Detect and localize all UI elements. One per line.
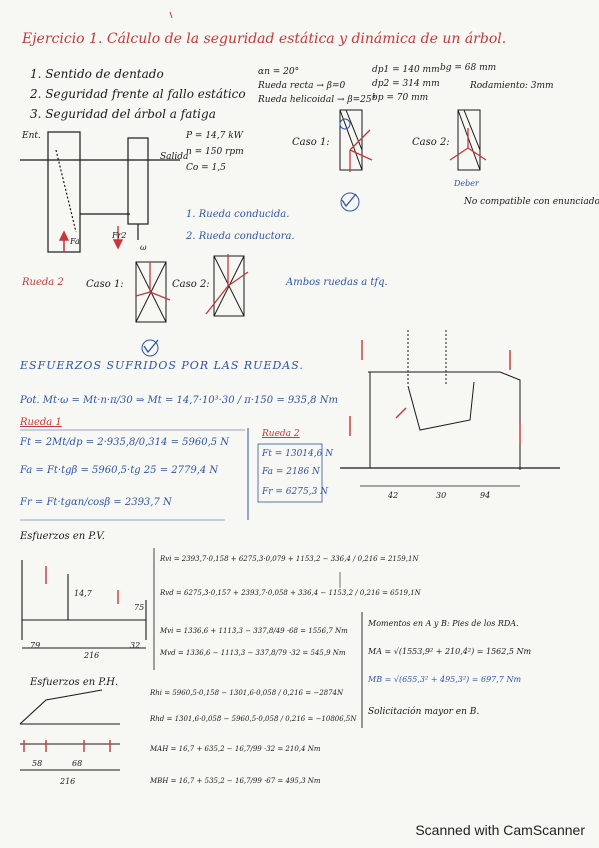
step-2: 2. Seguridad frente al fallo estático <box>30 87 246 101</box>
label-rueda-conducida: 1. Rueda conducida. <box>186 209 290 220</box>
eq-fr: Fr = Ft·tgαn/cosβ = 2393,7 N <box>20 497 172 508</box>
label-no-compatible: No compatible con enunciado. <box>464 197 599 207</box>
label-caso2-b: Caso 2: <box>172 279 210 290</box>
caso2-gear <box>457 109 481 171</box>
shaft-forces <box>58 226 124 252</box>
ph-beam <box>19 689 120 771</box>
shaft-3d <box>368 330 521 470</box>
section-esfuerzos: ESFUERZOS SUFRIDOS POR LAS RUEDAS. <box>20 359 304 372</box>
dim-94: 94 <box>480 491 491 500</box>
dim-30: 30 <box>436 491 447 500</box>
eq-pot: Pot. Mt·ω = Mt·n·π/30 ⇒ Mt = 14,7·10³·30… <box>20 395 338 406</box>
label-salida: Salida <box>160 152 189 162</box>
label-ent: Ent. <box>22 131 41 141</box>
label-caso1: Caso 1: <box>292 137 330 148</box>
eq-mvi: Mvi = 1336,6 + 1113,3 − 337,8/49 ·68 = 1… <box>160 627 348 635</box>
page-title: Ejercicio 1. Cálculo de la seguridad est… <box>22 31 507 47</box>
motor-p: P = 14,7 kW <box>186 131 243 141</box>
eq-mhd: MBH = 16,7 + 535,2 − 16,7/99 ·67 = 495,3… <box>150 777 321 785</box>
dim-216: 216 <box>84 651 100 660</box>
eq-mvd: Mvd = 1336,6 − 1113,3 − 337,8/79 ·32 = 5… <box>160 649 346 657</box>
label-caso1-b: Caso 1: <box>86 279 124 290</box>
param-alpha: αn = 20° <box>258 67 300 77</box>
section-ph: Esfuerzos en P.H. <box>30 677 119 688</box>
label-ambos: Ambos ruedas a tfq. <box>286 277 388 288</box>
param-dp2: dp2 = 314 mm <box>372 79 440 89</box>
eq-rvd: Rvd = 6275,3·0,157 + 2393,7·0,058 + 336,… <box>160 589 421 597</box>
eq-r2-fr: Fr = 6275,3 N <box>262 487 329 497</box>
param-bp: bp = 70 mm <box>372 93 429 103</box>
param-bg: bg = 68 mm <box>440 63 497 73</box>
momentos-title: Momentos en A y B: Pies de los RDA. <box>368 619 519 628</box>
motor-n: n = 150 rpm <box>186 147 244 157</box>
dim-58: 58 <box>32 759 43 768</box>
step-1: 1. Sentido de dentado <box>30 67 164 81</box>
pv-beam <box>21 560 147 649</box>
eq-rhd: Rhd = 1301,6·0,058 − 5960,5·0,058 / 0,21… <box>150 715 357 723</box>
svg-text:Fr2: Fr2 <box>111 231 126 240</box>
param-rod: Rodamiento: 3mm <box>470 81 554 91</box>
motor-co: Co = 1,5 <box>186 163 226 173</box>
caso1-gear <box>339 109 363 171</box>
param-helicoidal: Rueda helicoidal → β=25° <box>258 95 377 105</box>
dim-79: 79 <box>30 641 41 650</box>
eq-ma: MA = √(1553,9² + 210,4²) = 1562,5 Nm <box>368 647 532 656</box>
dim-68: 68 <box>72 759 83 768</box>
eq-r2-fa: Fa = 2186 N <box>262 467 320 477</box>
eq-fa: Fa = Ft·tgβ = 5960,5·tg 25 = 2779,4 N <box>20 465 219 476</box>
section-pv: Esfuerzos en P.V. <box>20 531 105 542</box>
solicitacion: Solicitación mayor en B. <box>368 707 480 717</box>
dim-216-b: 216 <box>60 777 76 786</box>
dim-14-7: 14,7 <box>74 589 92 598</box>
scanner-watermark: Scanned with CamScanner <box>415 822 585 838</box>
eq-r2-ft: Ft = 13014,6 N <box>262 449 334 459</box>
eq-rvi: Rvi = 2393,7·0,158 + 6275,3·0,079 + 1153… <box>160 555 419 563</box>
label-rueda1: Rueda 1 <box>20 417 62 428</box>
svg-text:Fa: Fa <box>69 237 80 246</box>
label-rueda2-b: Rueda 2 <box>262 429 300 439</box>
dim-42: 42 <box>388 491 399 500</box>
step-3: 3. Seguridad del árbol a fatiga <box>30 107 216 121</box>
label-rueda-conductora: 2. Rueda conductora. <box>186 231 295 242</box>
param-dp1: dp1 = 140 mm <box>372 65 440 75</box>
label-deber: Deber <box>454 179 479 188</box>
eq-mb: MB = √(655,3² + 495,3²) = 697,7 Nm <box>368 675 522 684</box>
shaft-sketch <box>20 131 180 253</box>
param-recta: Rueda recta → β=0 <box>258 81 346 91</box>
dim-75: 75 <box>134 603 145 612</box>
eq-ft: Ft = 2Mt/dp = 2·935,8/0,314 = 5960,5 N <box>20 437 230 448</box>
label-rueda2: Rueda 2 <box>22 277 64 288</box>
svg-text:ω: ω <box>140 243 147 252</box>
dim-32: 32 <box>130 641 141 650</box>
eq-mhi: MAH = 16,7 + 635,2 − 16,7/99 ·32 = 210,4… <box>150 745 321 753</box>
eq-rhi: Rhi = 5960,5·0,158 − 1301,6·0,058 / 0,21… <box>150 689 344 697</box>
label-caso2: Caso 2: <box>412 137 450 148</box>
